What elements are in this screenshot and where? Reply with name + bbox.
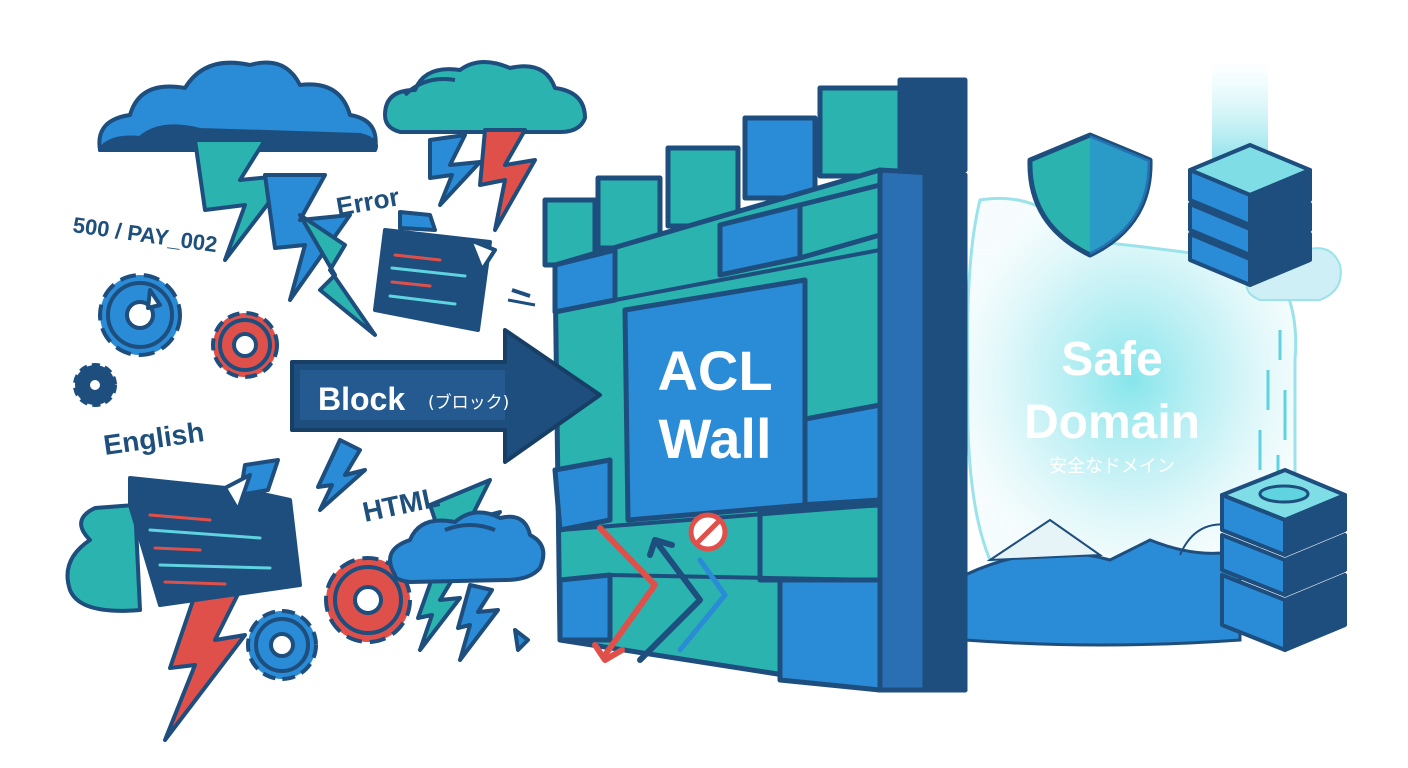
- broken-code-window-icon: [65, 458, 302, 613]
- safe-domain-line1: Safe: [1061, 333, 1162, 386]
- no-entry-icon: [688, 512, 728, 552]
- server-stack-icon: [1188, 143, 1312, 287]
- block-arrow-label: Block: [318, 381, 405, 417]
- safe-domain-zone: [963, 196, 1342, 647]
- code-lines: [388, 253, 467, 306]
- safe-domain-line-jp: 安全なドメイン: [1049, 456, 1175, 477]
- error-code-label: 500 / PAY_002: [71, 212, 219, 257]
- broken-code-window-icon: [373, 210, 497, 332]
- block-arrow: [290, 328, 602, 464]
- english-label: English: [102, 416, 206, 461]
- broken-gear-icon: [211, 311, 279, 379]
- deflected-arrows: [592, 525, 728, 663]
- server-stack-icon: [1220, 468, 1347, 652]
- wall-title-line1: ACL: [657, 339, 772, 402]
- lightning-icon: [163, 128, 537, 742]
- storm-cloud-icon: [97, 60, 378, 152]
- storm-cloud-icon: [383, 60, 587, 134]
- storm-cloud-icon: [388, 510, 546, 584]
- gear-icon: [73, 363, 117, 407]
- error-label: Error: [334, 181, 402, 222]
- safe-domain-line2: Domain: [1024, 396, 1200, 449]
- shield-icon: [1027, 132, 1153, 258]
- wall-title-line2: Wall: [658, 407, 771, 470]
- broken-gear-icon: [324, 556, 412, 644]
- broken-gear-icon: [98, 273, 182, 357]
- gear-icon: [246, 609, 318, 681]
- acl-wall: [542, 77, 968, 693]
- code-lines: [148, 513, 272, 586]
- block-arrow-label-jp: (ブロック): [428, 392, 509, 413]
